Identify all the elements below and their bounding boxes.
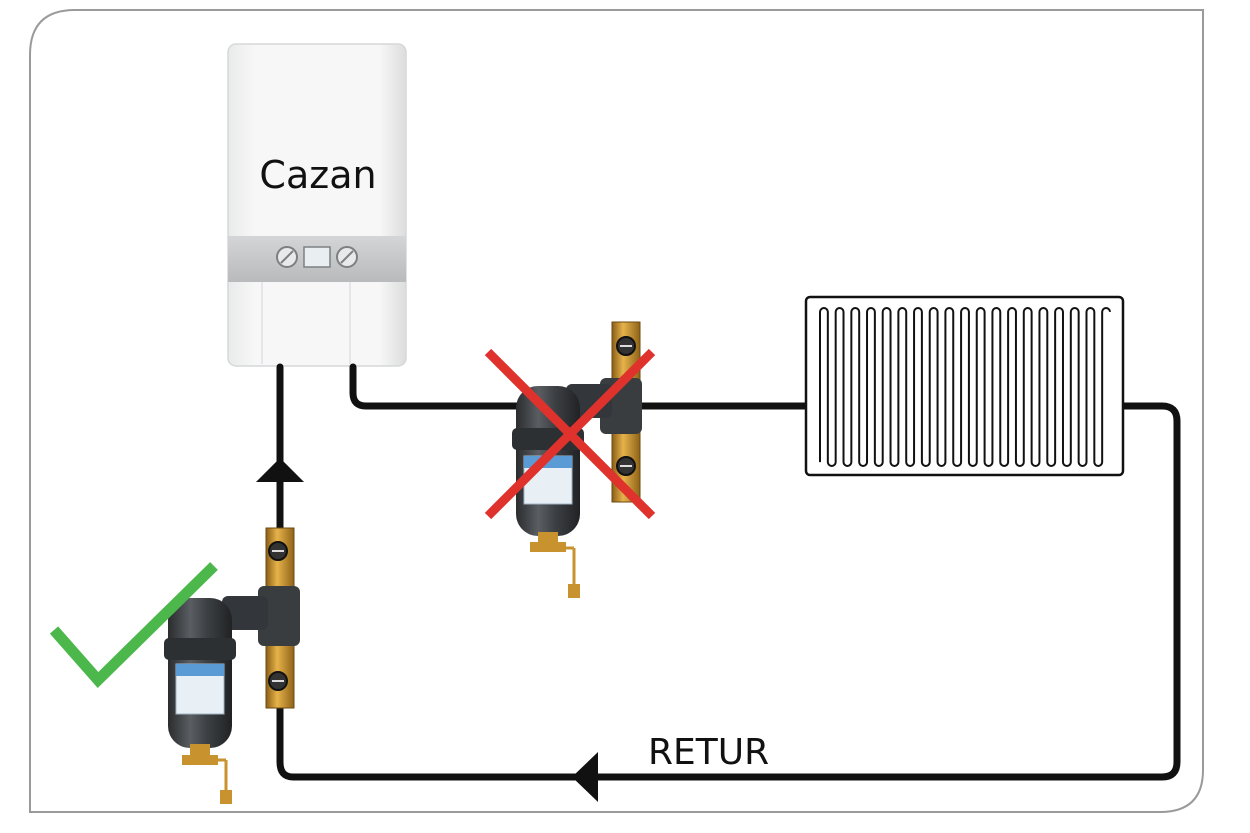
return-label: RETUR [648, 732, 769, 773]
arrow-left-icon [572, 752, 598, 802]
supply-pipe [349, 363, 810, 410]
arrow-up-icon [256, 458, 304, 482]
boiler-display [303, 246, 331, 268]
pipe-network [276, 363, 1181, 781]
radiator-outlet-pipe [276, 363, 1181, 781]
filter-correct-position [164, 527, 300, 804]
frame-border [29, 9, 1204, 813]
boiler-label: Cazan [259, 153, 376, 197]
cross-icon [484, 348, 656, 520]
radiator-fins [819, 307, 1111, 467]
filter-wrong-position [512, 321, 642, 598]
radiator [804, 295, 1125, 477]
check-icon [49, 562, 218, 688]
boiler: Cazan [227, 43, 407, 367]
